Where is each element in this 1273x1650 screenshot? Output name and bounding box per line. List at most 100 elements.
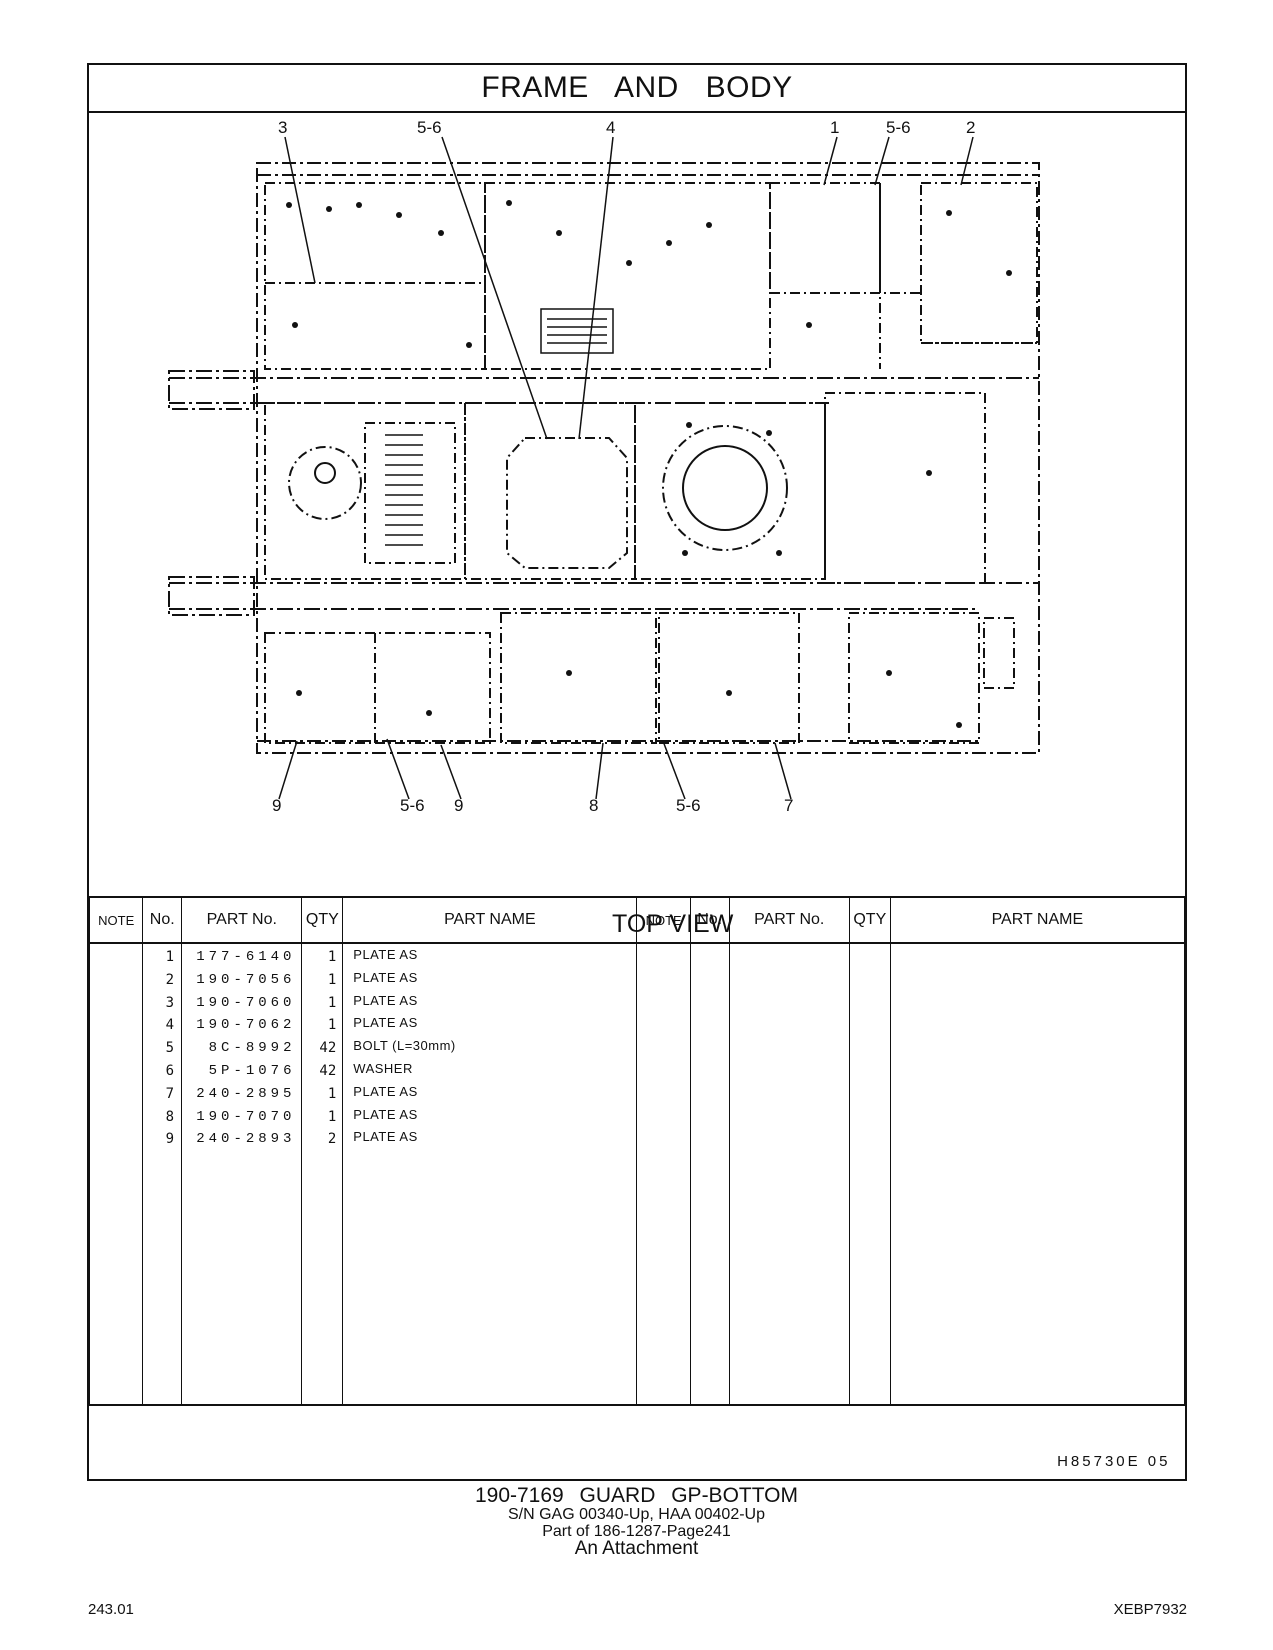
swing-bearing-outer [662, 425, 788, 551]
table-row-qty: 42 [319, 1062, 337, 1079]
table-row-part-name: PLATE AS [353, 1015, 418, 1031]
header-part-name-2: PART NAME [889, 896, 1186, 944]
plate-2-area [920, 182, 1038, 344]
header-no: No. [142, 896, 183, 944]
parts-table-footer: H85730E 05 [89, 1404, 1185, 1484]
header-qty-2: QTY [848, 896, 891, 944]
lower-right-area [848, 612, 980, 744]
left-boom-bracket-upper [168, 370, 255, 410]
table-row-qty: 1 [327, 1017, 337, 1034]
plate-8-area [500, 612, 657, 744]
plate-1-area [769, 182, 881, 294]
part-number-column: 177-6140 190-7056 190-7060 190-7062 8C-8… [181, 943, 303, 1405]
table-row-qty: 1 [327, 1108, 337, 1125]
note-column [88, 943, 144, 1405]
part-name-column: PLATE AS PLATE AS PLATE AS PLATE AS BOLT… [342, 943, 638, 1405]
table-row-part-name: PLATE AS [353, 992, 418, 1008]
parts-table-body: 1 2 3 4 5 6 7 8 9 177-6140 190-7056 190-… [88, 943, 1186, 1405]
callout-9-left: 9 [272, 796, 282, 815]
part-number-column-2 [728, 943, 850, 1405]
callout-2: 2 [966, 118, 976, 137]
document-code: XEBP7932 [1113, 1601, 1187, 1618]
table-row-qty: 42 [319, 1040, 337, 1057]
table-row-number: 8 [165, 1108, 175, 1125]
callout-9-right: 9 [454, 796, 464, 815]
upper-left-compartment [264, 182, 486, 370]
parts-table: NOTE No. PART No. QTY PART NAME NOTE No.… [88, 896, 1186, 1484]
engine-grille [540, 308, 614, 354]
parts-table-header: NOTE No. PART No. QTY PART NAME NOTE No.… [88, 896, 1186, 944]
upper-center-compartment [484, 182, 771, 370]
number-column: 1 2 3 4 5 6 7 8 9 [142, 943, 183, 1405]
assembly-title: 190-7169 GUARD GP-BOTTOM [474, 1484, 799, 1507]
callout-3: 3 [278, 118, 288, 137]
table-row-qty: 1 [327, 1085, 337, 1102]
plate-9-area [264, 632, 491, 744]
swing-bearing-area [634, 402, 826, 580]
table-row-part-number: 190-7060 [196, 994, 296, 1011]
table-row-number: 3 [165, 994, 175, 1011]
callout-5-6-bottom-right: 5-6 [676, 796, 701, 815]
callout-1: 1 [830, 118, 840, 137]
header-part-no: PART No. [181, 896, 303, 944]
serial-range: S/N GAG 00340-Up, HAA 00402-Up [507, 1506, 766, 1523]
table-row-part-name: WASHER [353, 1060, 413, 1076]
table-row-number: 6 [165, 1062, 175, 1079]
table-row-number: 5 [165, 1040, 175, 1057]
left-swing-area [264, 402, 466, 580]
header-no-2: No. [689, 896, 730, 944]
callout-7: 7 [784, 796, 794, 815]
callout-5-6-bottom-left: 5-6 [400, 796, 425, 815]
note-column-2 [636, 943, 691, 1405]
table-row-number: 2 [165, 971, 175, 988]
table-row-part-number: 5P-1076 [208, 1062, 296, 1079]
table-row-number: 9 [165, 1131, 175, 1148]
right-frame-area [824, 392, 986, 584]
callout-4: 4 [606, 118, 616, 137]
header-note: NOTE [88, 896, 144, 944]
drawing-code-cell: H85730E 05 [89, 1404, 1185, 1484]
drawing-code: H85730E 05 [1057, 1453, 1171, 1470]
table-row-part-name: PLATE AS [353, 1106, 418, 1122]
table-row-part-number: 190-7062 [196, 1017, 296, 1034]
table-row-number: 4 [165, 1017, 175, 1034]
table-row-part-name: PLATE AS [353, 1083, 418, 1099]
center-plate-4-area [464, 402, 636, 580]
table-row-part-number: 8C-8992 [208, 1040, 296, 1057]
table-row-part-name: PLATE AS [353, 947, 418, 962]
table-row-qty: 2 [327, 1131, 337, 1148]
table-row-part-number: 190-7056 [196, 971, 296, 988]
quantity-column: 1 1 1 1 42 42 1 1 2 [301, 943, 344, 1405]
plate-7-area [658, 612, 800, 744]
header-part-name: PART NAME [342, 896, 638, 944]
outer-frame-outline [256, 162, 1040, 754]
callout-8: 8 [589, 796, 599, 815]
header-part-no-2: PART No. [728, 896, 850, 944]
table-row-qty: 1 [327, 971, 337, 988]
callout-5-6-top-right: 5-6 [886, 118, 911, 137]
table-row-part-number: 190-7070 [196, 1108, 296, 1125]
table-row-qty: 1 [327, 949, 337, 965]
title-bar: FRAME AND BODY [89, 65, 1185, 113]
callout-5-6-top-left: 5-6 [417, 118, 442, 137]
table-row-part-name: PLATE AS [353, 969, 418, 985]
table-row-part-number: 240-2895 [196, 1085, 296, 1102]
number-column-2 [689, 943, 730, 1405]
swing-bearing-inner [682, 445, 768, 531]
table-row-part-number: 240-2893 [196, 1131, 296, 1148]
table-row-number: 1 [165, 949, 175, 965]
table-row-qty: 1 [327, 994, 337, 1011]
parts-drawing: 3 5-6 4 1 5-6 2 9 5-6 9 8 5-6 7 TOP VIEW [89, 113, 1185, 938]
table-row-part-name: BOLT (L=30mm) [353, 1038, 456, 1054]
attachment-note: An Attachment [574, 1538, 699, 1559]
page-title: FRAME AND BODY [481, 71, 793, 104]
assembly-caption: 190-7169 GUARD GP-BOTTOM S/N GAG 00340-U… [0, 1484, 1273, 1559]
frame-top-view-illustration [168, 136, 1040, 800]
parts-page-frame: FRAME AND BODY [87, 63, 1187, 1484]
part-of-reference: Part of 186-1287-Page241 [542, 1523, 731, 1540]
header-note-2: NOTE [636, 896, 691, 944]
header-qty: QTY [301, 896, 344, 944]
quantity-column-2 [848, 943, 891, 1405]
part-name-column-2 [889, 943, 1186, 1405]
page-number: 243.01 [88, 1601, 134, 1618]
